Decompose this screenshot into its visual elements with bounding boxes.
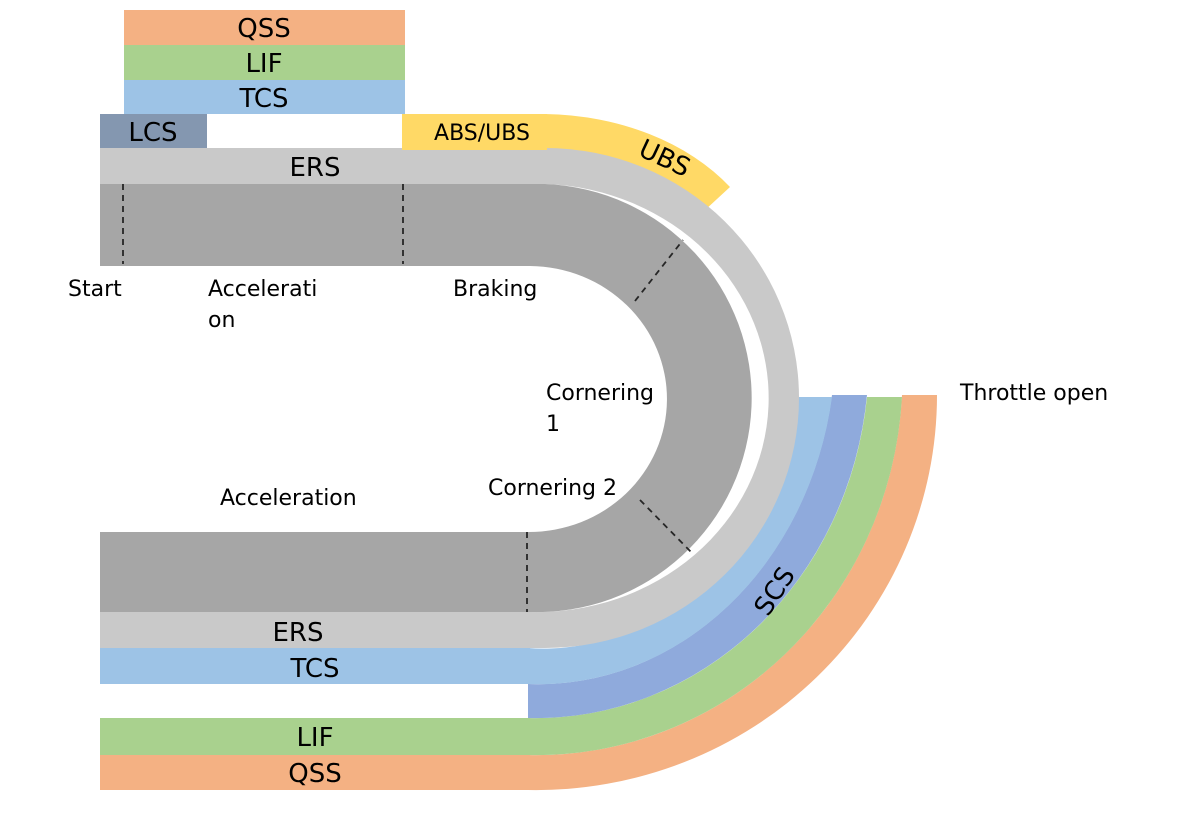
qss-bar-top <box>124 10 405 45</box>
qss-bottom-label: QSS <box>288 759 341 789</box>
track-surface <box>100 184 752 613</box>
scs-arc <box>528 395 867 719</box>
cornering2-label: Cornering 2 <box>488 476 617 501</box>
ers-top-label: ERS <box>290 153 341 183</box>
throttle-open-label: Throttle open <box>959 381 1108 406</box>
lif-bar-bottom <box>100 718 530 755</box>
lcs-bar <box>100 114 207 148</box>
acceleration-bottom-label: Acceleration <box>220 486 357 511</box>
braking-label: Braking <box>453 277 537 302</box>
acceleration-top-label-line2: on <box>208 308 235 333</box>
tcs-bar-top <box>124 80 405 114</box>
lif-arc <box>528 397 902 756</box>
phase-dividers <box>122 184 693 612</box>
qss-arc <box>528 395 937 791</box>
tcs-top-label: TCS <box>238 84 288 114</box>
abs-ubs-bar <box>402 114 547 150</box>
tcs-bottom-label: TCS <box>289 654 339 684</box>
divider-braking <box>634 239 684 302</box>
start-label: Start <box>68 277 122 302</box>
lif-top-label: LIF <box>245 49 282 79</box>
ubs-arc <box>545 114 730 211</box>
cornering1-label-line1: Cornering <box>546 381 654 406</box>
acceleration-top-label-line1: Accelerati <box>208 277 317 302</box>
lcs-label: LCS <box>128 118 177 148</box>
qss-top-label: QSS <box>237 14 290 44</box>
cornering1-label-line2: 1 <box>546 412 560 437</box>
ers-bottom-label: ERS <box>273 618 324 648</box>
divider-cornering <box>639 499 693 554</box>
tcs-bar-bottom <box>100 648 530 684</box>
lif-bottom-label: LIF <box>296 723 333 753</box>
lif-bar-top <box>124 45 405 80</box>
abs-ubs-label: ABS/UBS <box>434 121 530 146</box>
tcs-arc <box>528 397 832 685</box>
qss-bar-bottom <box>100 755 530 790</box>
